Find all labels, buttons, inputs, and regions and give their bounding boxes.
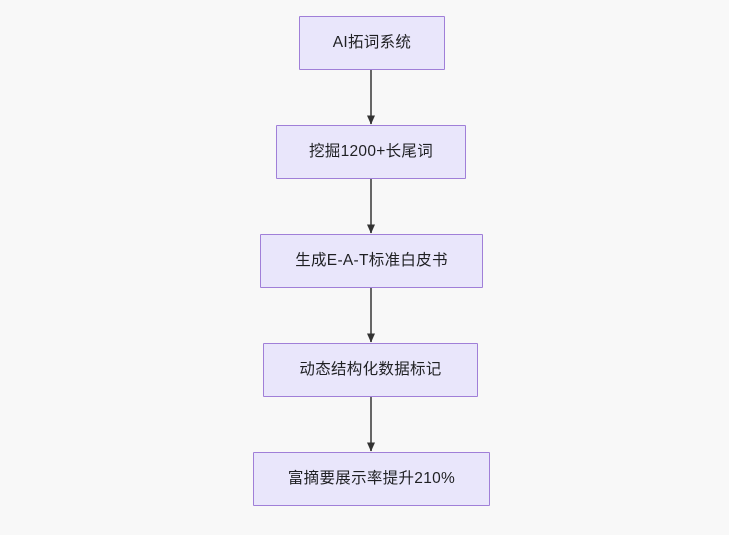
flow-node-generate-eat-whitepaper[interactable]: 生成E-A-T标准白皮书 (260, 234, 483, 288)
flow-node-dynamic-structured-data[interactable]: 动态结构化数据标记 (263, 343, 478, 397)
flow-node-rich-snippet-uplift[interactable]: 富摘要展示率提升210% (253, 452, 490, 506)
flow-node-label: AI拓词系统 (332, 34, 412, 52)
flow-node-label: 挖掘1200+长尾词 (308, 143, 434, 161)
flow-node-ai-keyword-system[interactable]: AI拓词系统 (299, 16, 445, 70)
flow-node-label: 生成E-A-T标准白皮书 (295, 252, 448, 270)
flow-node-label: 富摘要展示率提升210% (287, 470, 456, 488)
flow-node-label: 动态结构化数据标记 (299, 361, 442, 379)
flow-node-mine-longtail-keywords[interactable]: 挖掘1200+长尾词 (276, 125, 466, 179)
